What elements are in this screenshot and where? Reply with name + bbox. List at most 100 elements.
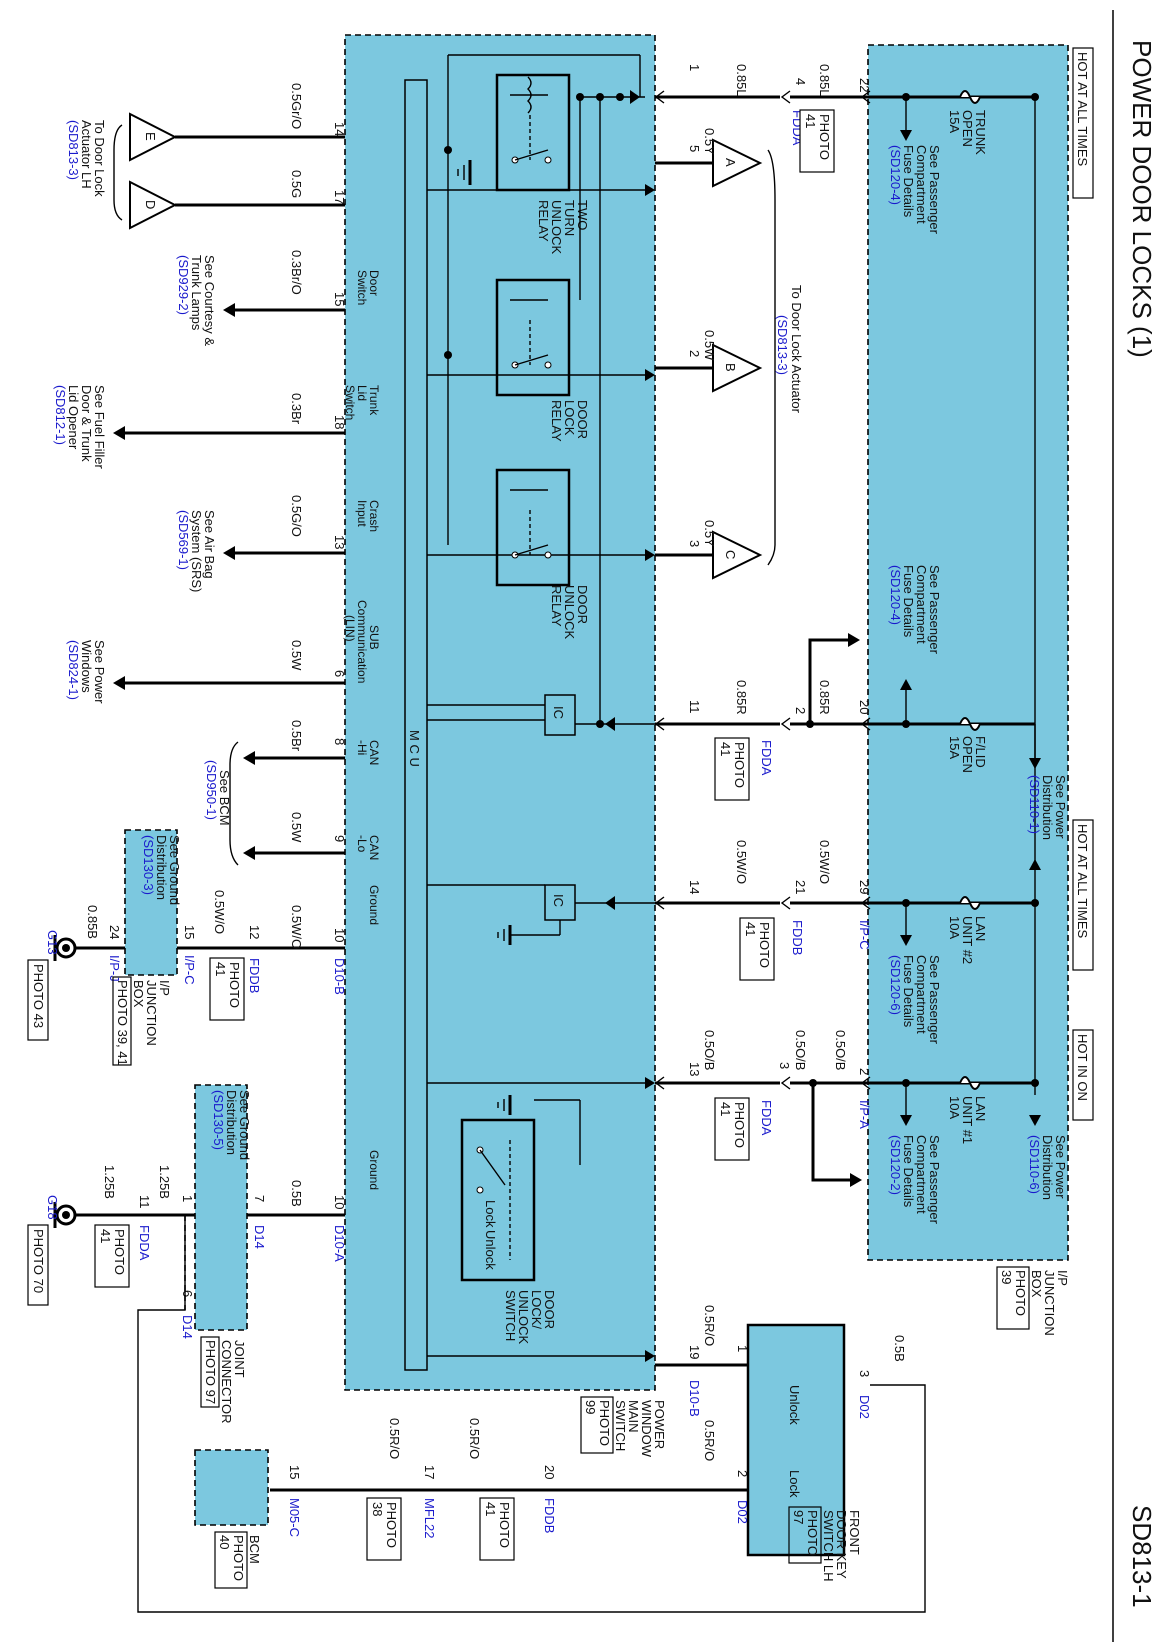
svg-text:41: 41	[483, 1502, 498, 1516]
svg-text:0.5Br: 0.5Br	[289, 720, 304, 752]
svg-text:38: 38	[370, 1502, 385, 1516]
svg-text:JUNCTION: JUNCTION	[1042, 1270, 1057, 1336]
svg-text:11: 11	[687, 700, 702, 714]
svg-text:LAN: LAN	[973, 916, 988, 941]
svg-text:0.5B: 0.5B	[892, 1335, 907, 1362]
svg-text:PHOTO: PHOTO	[597, 1400, 612, 1446]
ic-block-2	[544, 884, 576, 921]
svg-text:15: 15	[182, 925, 197, 939]
svg-text:13: 13	[687, 1062, 702, 1076]
mcu-bar	[404, 79, 428, 1371]
terminal-e	[129, 112, 178, 162]
svg-text:UNIT #1: UNIT #1	[960, 1096, 975, 1144]
svg-text:0.5G: 0.5G	[289, 170, 304, 198]
svg-text:RELAY: RELAY	[536, 200, 551, 242]
terminal-c	[712, 530, 763, 580]
photo-70: PHOTO 70	[27, 1224, 49, 1306]
svg-text:1: 1	[180, 1195, 195, 1202]
svg-text:PHOTO: PHOTO	[732, 1102, 747, 1148]
svg-text:(SD120-4): (SD120-4)	[888, 565, 903, 625]
svg-text:0.5R/O: 0.5R/O	[387, 1418, 402, 1459]
courtesy-caption: See Courtesy & Trunk Lamps (SD929-2)	[176, 255, 217, 346]
ground-g13	[53, 935, 77, 961]
svg-text:0.5O/B: 0.5O/B	[793, 1030, 808, 1070]
svg-text:20: 20	[542, 1465, 557, 1479]
svg-text:41: 41	[803, 114, 818, 128]
svg-text:15: 15	[287, 1465, 302, 1479]
svg-text:Trunk: Trunk	[367, 385, 381, 416]
svg-text:99: 99	[583, 1400, 598, 1414]
svg-text:CAN: CAN	[367, 740, 381, 765]
svg-text:M05-C: M05-C	[287, 1498, 302, 1537]
hot-label-1: HOT AT ALL TIMES	[1072, 47, 1094, 199]
svg-text:0.5W: 0.5W	[702, 330, 717, 361]
switch-unlock-label: Unlock	[483, 1230, 498, 1270]
svg-text:-Lo: -Lo	[355, 835, 369, 853]
svg-text:41: 41	[98, 1229, 113, 1243]
fdks-caption: FRONT DOOR KEY SWITCH LH PHOTO 97	[788, 1506, 862, 1582]
svg-text:15A: 15A	[947, 110, 962, 133]
svg-text:See Ground: See Ground	[237, 1090, 252, 1160]
svg-text:MAIN: MAIN	[626, 1400, 641, 1433]
ic-block-1	[544, 694, 576, 736]
svg-text:Fuse Details: Fuse Details	[901, 1135, 916, 1208]
svg-text:LOCK/: LOCK/	[529, 1290, 544, 1329]
two-turn-unlock-relay	[495, 73, 571, 192]
svg-text:10: 10	[332, 928, 347, 942]
power-windows-caption: See Power Windows (SD824-1)	[66, 640, 107, 704]
svg-text:0.85R: 0.85R	[734, 680, 749, 715]
power-dist-caption-2: See Power Distribution (SD110-6)	[1027, 1135, 1068, 1200]
svg-text:0.85B: 0.85B	[85, 905, 100, 939]
ground-dist-caption-2: See Ground Distribution (SD130-5)	[211, 1090, 252, 1160]
to-door-lock-lh-caption: To Door Lock Actuator LH (SD813-3)	[66, 120, 107, 197]
svg-text:F/LID: F/LID	[973, 736, 988, 768]
svg-text:UNLOCK: UNLOCK	[562, 585, 577, 640]
fuse-details-caption-4: See Passenger Compartment Fuse Details (…	[888, 1135, 942, 1225]
svg-text:0.3Br/O: 0.3Br/O	[289, 250, 304, 295]
svg-text:11: 11	[137, 1195, 152, 1209]
svg-text:17: 17	[332, 190, 347, 204]
svg-text:0.5W/O: 0.5W/O	[289, 905, 304, 949]
svg-text:I/P: I/P	[1055, 1270, 1070, 1286]
photo-38: PHOTO 38	[366, 1497, 402, 1561]
svg-text:(SD950-1): (SD950-1)	[204, 760, 219, 820]
door-lock-unlock-switch[interactable]	[460, 1118, 536, 1282]
svg-text:20: 20	[857, 700, 872, 714]
photo-43: PHOTO 43	[27, 959, 49, 1041]
svg-text:0.5R/O: 0.5R/O	[702, 1305, 717, 1346]
svg-text:0.5W/O: 0.5W/O	[212, 890, 227, 934]
svg-text:0.5Y: 0.5Y	[702, 128, 717, 155]
svg-text:Compartment: Compartment	[914, 145, 929, 224]
photo-41-g: PHOTO 41	[479, 1497, 515, 1561]
svg-text:Communication: Communication	[355, 600, 369, 683]
svg-text:22: 22	[857, 78, 872, 92]
photo-41-e: PHOTO 41	[209, 957, 245, 1021]
svg-text:HOT AT ALL TIMES: HOT AT ALL TIMES	[1075, 824, 1090, 938]
pwm-switch-caption: POWER WINDOW MAIN SWITCH PHOTO 99	[580, 1396, 667, 1458]
svg-text:UNIT #2: UNIT #2	[960, 916, 975, 964]
hot-label-2: HOT AT ALL TIMES	[1072, 819, 1094, 971]
svg-text:LAN: LAN	[973, 1096, 988, 1121]
svg-text:7: 7	[252, 1195, 267, 1202]
svg-text:Input: Input	[355, 500, 369, 527]
svg-text:Compartment: Compartment	[914, 1135, 929, 1214]
ground-distribution-1	[125, 830, 177, 975]
terminal-d	[129, 180, 178, 230]
svg-text:-Hi: -Hi	[355, 740, 369, 755]
svg-text:(SD110-6): (SD110-6)	[1027, 1135, 1042, 1194]
photo-41-b: PHOTO 41	[714, 737, 750, 801]
svg-text:41: 41	[718, 742, 733, 756]
svg-text:PHOTO 97: PHOTO 97	[203, 1340, 218, 1404]
svg-text:FDDA: FDDA	[137, 1225, 152, 1261]
svg-text:2: 2	[687, 350, 702, 357]
svg-text:2: 2	[793, 707, 808, 714]
svg-text:SWITCH LH: SWITCH LH	[821, 1510, 836, 1582]
door-lock-relay	[495, 278, 571, 397]
page-title: POWER DOOR LOCKS (1)	[1127, 40, 1157, 358]
svg-text:Distribution: Distribution	[224, 1090, 239, 1155]
ipj-box-caption: I/P JUNCTION BOX PHOTO 39, 41	[112, 976, 172, 1066]
svg-text:13: 13	[332, 535, 347, 549]
fuse-lan1-label: LAN UNIT #1 10A	[947, 1096, 988, 1144]
can-lo-input: CAN -Lo	[355, 835, 381, 860]
svg-text:(SD120-6): (SD120-6)	[888, 955, 903, 1015]
